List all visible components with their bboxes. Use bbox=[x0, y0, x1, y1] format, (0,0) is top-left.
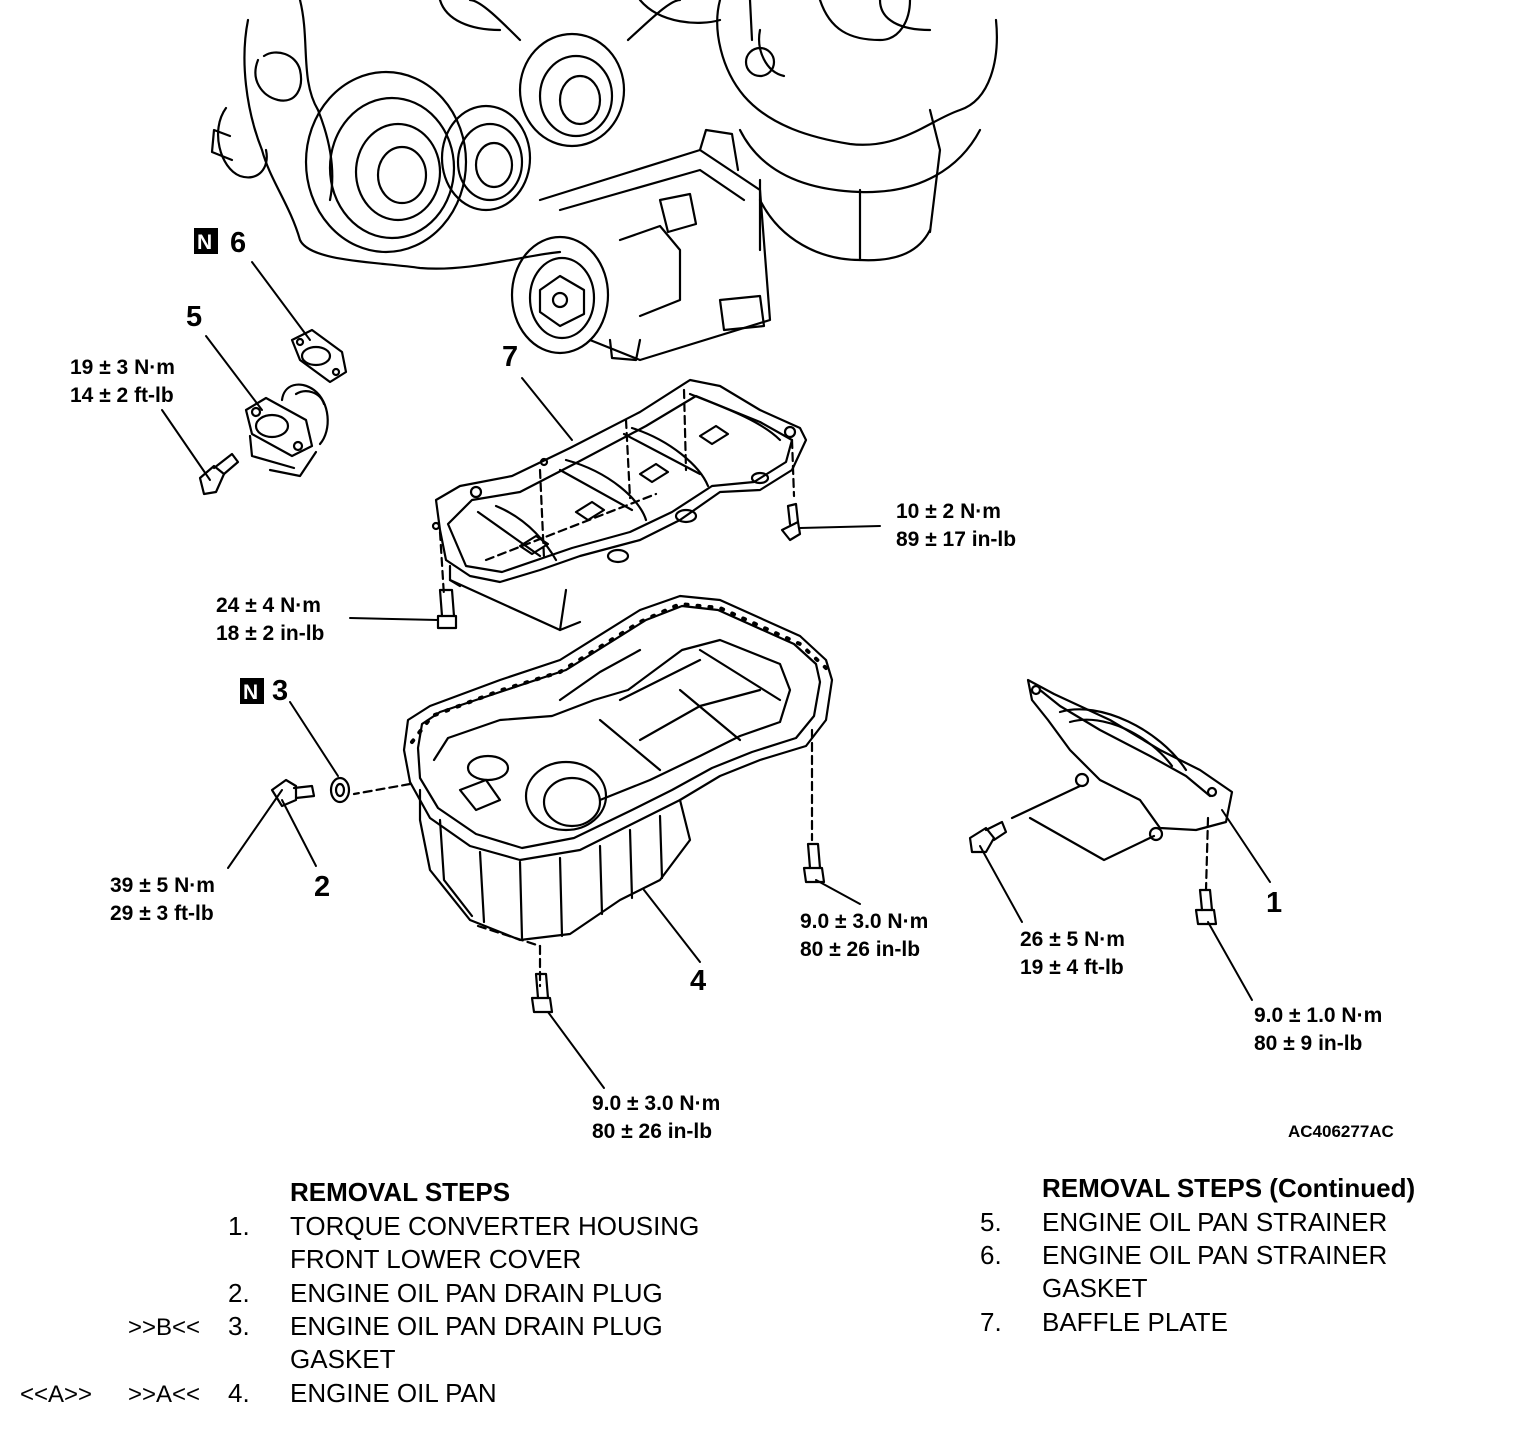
oil-strainer-illustration bbox=[198, 383, 329, 496]
torque-baffle-left-imperial: 18 ± 2 in-lb bbox=[216, 622, 324, 645]
callout-1: 1 bbox=[1266, 887, 1282, 919]
new-part-badge-3 bbox=[240, 678, 264, 704]
step-6-text-line1: ENGINE OIL PAN STRAINER bbox=[1042, 1240, 1388, 1270]
step-3-install-mark: >>B<< bbox=[128, 1314, 201, 1341]
new-part-badge-6 bbox=[194, 228, 218, 254]
removal-steps-heading: REMOVAL STEPS bbox=[290, 1177, 511, 1207]
torque-baffle-left-metric: 24 ± 4 N·m bbox=[216, 594, 321, 617]
step-2-text-line1: ENGINE OIL PAN DRAIN PLUG bbox=[290, 1278, 663, 1308]
step-2-number: 2. bbox=[228, 1278, 250, 1308]
torque-cover-lower-imperial: 80 ± 9 in-lb bbox=[1254, 1032, 1362, 1055]
step-3-number: 3. bbox=[228, 1311, 250, 1341]
callout-6: 6 bbox=[230, 227, 246, 259]
step-1-text-line2: FRONT LOWER COVER bbox=[290, 1244, 582, 1274]
torque-drain-metric: 39 ± 5 N·m bbox=[110, 874, 215, 897]
oil-pan-illustration bbox=[270, 594, 834, 1014]
torque-cover-lower-metric: 9.0 ± 1.0 N·m bbox=[1254, 1004, 1382, 1027]
step-6-number: 6. bbox=[980, 1240, 1002, 1270]
torque-baffle-right-metric: 10 ± 2 N·m bbox=[896, 500, 1001, 523]
step-4-install-mark: >>A<< bbox=[128, 1381, 201, 1408]
torque-specs: 19 ± 3 N·m 14 ± 2 ft-lb 10 ± 2 N·m 89 ± … bbox=[70, 356, 1382, 1143]
engine-block-illustration bbox=[210, 0, 998, 362]
torque-baffle-right-imperial: 89 ± 17 in-lb bbox=[896, 528, 1016, 551]
callout-numbers: N 6 5 7 N 3 2 4 1 bbox=[186, 227, 1282, 997]
torque-pan-bottom-metric: 9.0 ± 3.0 N·m bbox=[592, 1092, 720, 1115]
removal-steps-continued-heading: REMOVAL STEPS (Continued) bbox=[1042, 1173, 1416, 1203]
torque-pan-side-metric: 9.0 ± 3.0 N·m bbox=[800, 910, 928, 933]
callout-5: 5 bbox=[186, 301, 202, 333]
step-4-number: 4. bbox=[228, 1378, 250, 1408]
figure-code: AC406277AC bbox=[1288, 1122, 1394, 1141]
torque-strainer-imperial: 14 ± 2 ft-lb bbox=[70, 384, 174, 407]
baffle-plate-illustration bbox=[431, 378, 808, 632]
step-6-text-line2: GASKET bbox=[1042, 1273, 1148, 1303]
torque-cover-bolt-metric: 26 ± 5 N·m bbox=[1020, 928, 1125, 951]
callout-2: 2 bbox=[314, 871, 330, 903]
step-1-text-line1: TORQUE CONVERTER HOUSING bbox=[290, 1211, 700, 1241]
callout-4: 4 bbox=[690, 965, 706, 997]
step-7-number: 7. bbox=[980, 1307, 1002, 1337]
leader-lines bbox=[161, 261, 1271, 1089]
step-5-number: 5. bbox=[980, 1207, 1002, 1237]
new-part-badge-6-text: N bbox=[197, 231, 212, 254]
new-part-badge-3-text: N bbox=[243, 681, 258, 704]
callout-7: 7 bbox=[502, 341, 518, 373]
torque-cover-bolt-imperial: 19 ± 4 ft-lb bbox=[1020, 956, 1124, 979]
step-3-text-line2: GASKET bbox=[290, 1344, 396, 1374]
torque-strainer-metric: 19 ± 3 N·m bbox=[70, 356, 175, 379]
converter-cover-illustration bbox=[968, 678, 1234, 926]
torque-drain-imperial: 29 ± 3 ft-lb bbox=[110, 902, 214, 925]
step-3-text-line1: ENGINE OIL PAN DRAIN PLUG bbox=[290, 1311, 663, 1341]
step-4-removal-mark: <<A>> bbox=[20, 1381, 93, 1408]
torque-pan-side-imperial: 80 ± 26 in-lb bbox=[800, 938, 920, 961]
step-5-text-line1: ENGINE OIL PAN STRAINER bbox=[1042, 1207, 1388, 1237]
step-1-number: 1. bbox=[228, 1211, 250, 1241]
step-4-text-line1: ENGINE OIL PAN bbox=[290, 1378, 497, 1408]
torque-pan-bottom-imperial: 80 ± 26 in-lb bbox=[592, 1120, 712, 1143]
step-7-text-line1: BAFFLE PLATE bbox=[1042, 1307, 1228, 1337]
callout-3: 3 bbox=[272, 675, 288, 707]
strainer-gasket-illustration bbox=[290, 328, 348, 384]
